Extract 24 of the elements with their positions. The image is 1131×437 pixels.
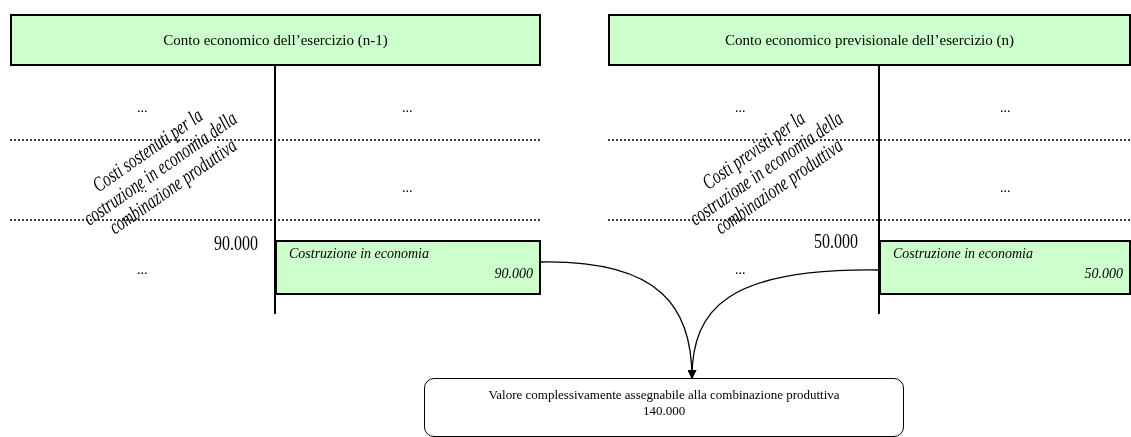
header-bar xyxy=(10,14,541,66)
ellipsis-text: ... xyxy=(137,100,148,116)
entry-text: Costruzione in economia xyxy=(893,246,1033,262)
ellipsis-text: ... xyxy=(402,100,413,116)
entry-text: Costruzione in economia xyxy=(289,246,429,262)
account-entry-box xyxy=(275,240,541,295)
header-title: Conto economico previsionale dell’esercizio (n) xyxy=(724,31,1015,49)
amount-label: 50.000 xyxy=(813,230,858,253)
amount-label: 90.000 xyxy=(213,232,258,255)
ellipsis-text: ... xyxy=(1000,180,1011,196)
result-box xyxy=(424,378,904,437)
header-title: Conto economico dell’esercizio (n-1) xyxy=(163,31,388,49)
ellipsis-text: ... xyxy=(402,180,413,196)
ellipsis-text: ... xyxy=(137,262,148,278)
ellipsis-text: ... xyxy=(1000,100,1011,116)
ellipsis-text: ... xyxy=(735,262,746,278)
amount-text: 50.000 xyxy=(1084,266,1123,282)
amount-text: 90.000 xyxy=(494,266,533,282)
ellipsis-text: ... xyxy=(735,100,746,116)
account-entry-box xyxy=(879,240,1131,295)
header-bar xyxy=(608,14,1131,66)
amount-text: 140.000 xyxy=(641,403,687,419)
entry-text: Valore complessivamente assegnabile alla combinazione produttiva xyxy=(487,387,841,403)
curved-arrow xyxy=(687,269,880,379)
